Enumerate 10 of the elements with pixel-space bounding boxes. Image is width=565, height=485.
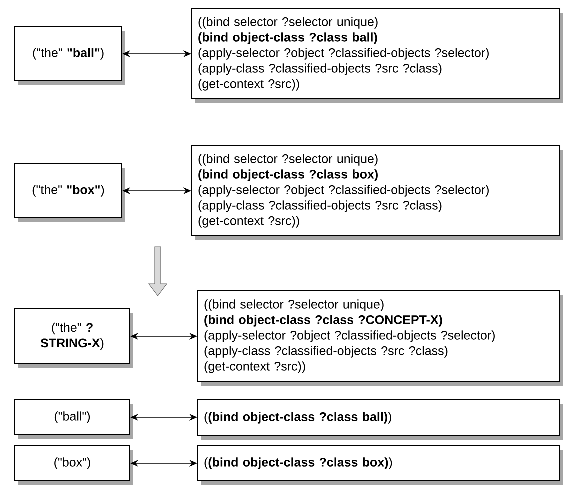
phrase-box: ("the" "box") xyxy=(14,164,125,222)
phrase-box: ("the" "ball") xyxy=(14,26,125,85)
code-box: ((bind object-class ?class ball)) xyxy=(198,400,563,440)
code-box: ((bind selector ?selector unique) (bind object-class ?class ?CONCEPT-X) (apply-selector ?object ?classified-objects ?selector) (apply-class ?classified-objects ?src ?class) (get-context ?src)) xyxy=(198,290,563,386)
code-box: ((bind object-class ?class box)) xyxy=(198,446,563,485)
code-box: ((bind selector ?selector unique) (bind object-class ?class ball) (apply-selector ?object ?classified-objects ?selector) (apply-class ?classified-objects ?src ?class) (get-context ?src)) xyxy=(192,8,563,103)
code-box: ((bind selector ?selector unique) (bind object-class ?class box) (apply-selector ?object ?classified-objects ?selector) (apply-class ?classified-objects ?src ?class) (get-context ?src)) xyxy=(192,146,563,240)
phrase-box: ("the" ? STRING-X) xyxy=(14,308,133,368)
phrase-box: ("box") xyxy=(14,446,133,485)
phrase-box: ("ball") xyxy=(14,400,133,439)
